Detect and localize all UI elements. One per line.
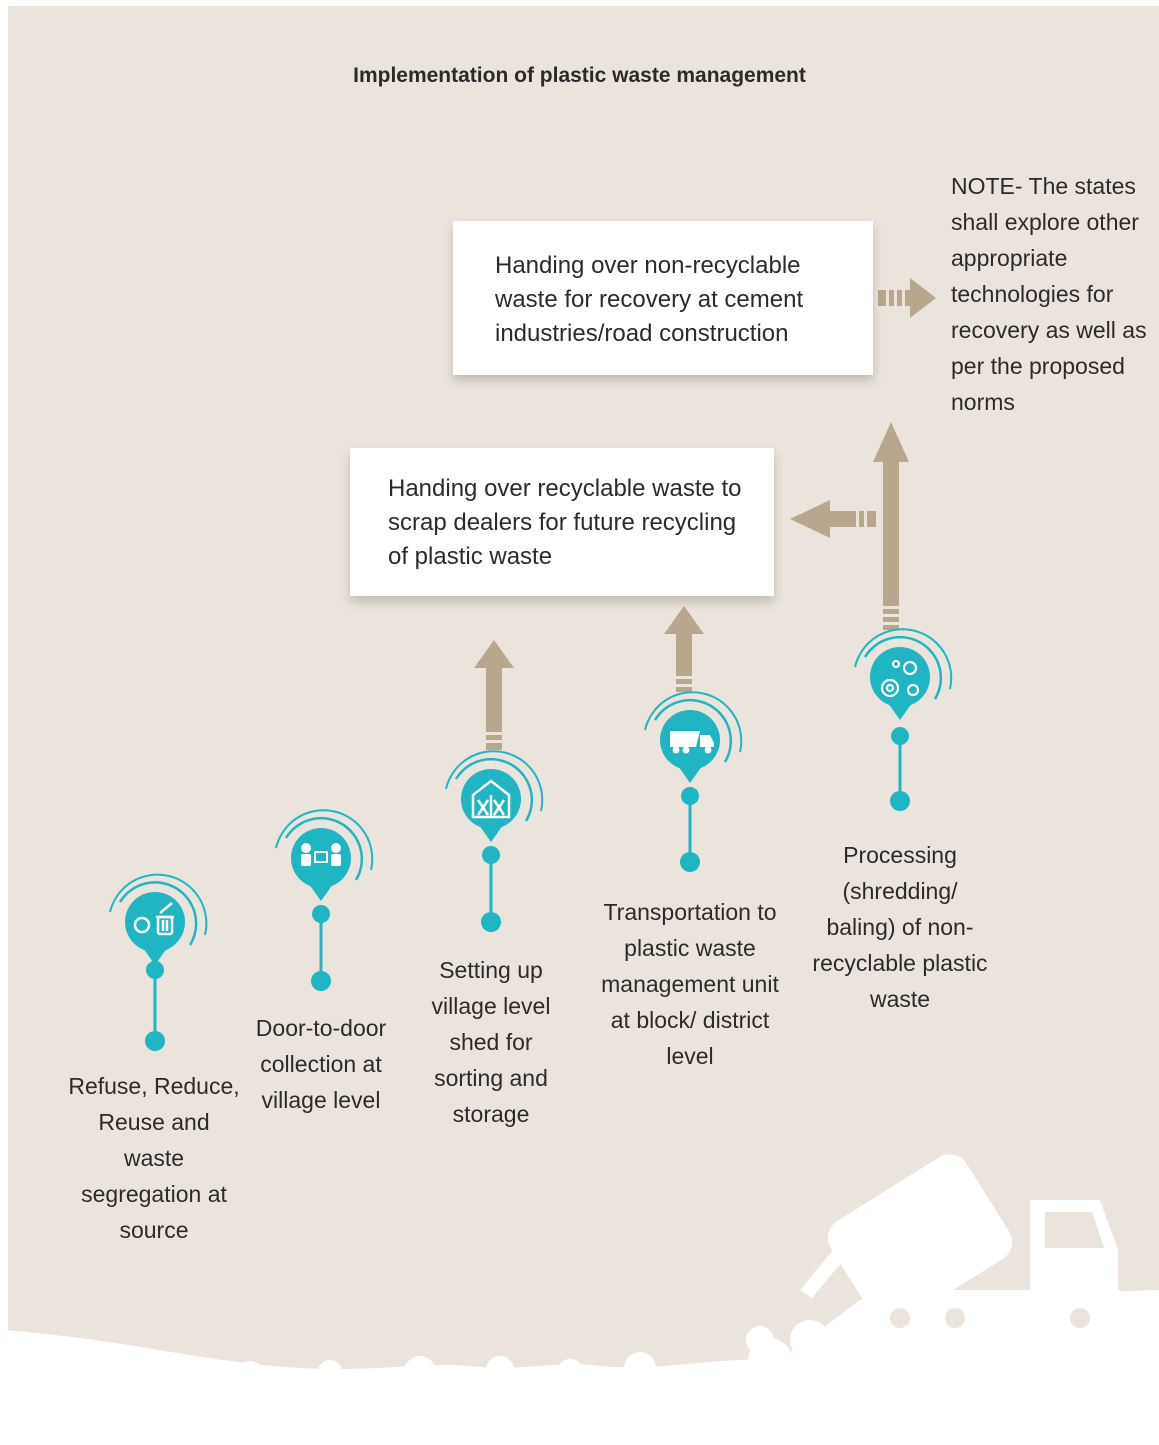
arrow-processing-up bbox=[873, 422, 909, 630]
step-pin-2 bbox=[275, 809, 374, 991]
gears-icon bbox=[880, 659, 920, 698]
truck-icon bbox=[670, 731, 714, 754]
recovery-box-text: Handing over non-recyclable waste for re… bbox=[495, 252, 804, 347]
step-pin-3 bbox=[445, 750, 544, 932]
arrow-shed-up bbox=[474, 640, 514, 750]
page-title: Implementation of plastic waste manageme… bbox=[353, 64, 806, 87]
collection-icon bbox=[301, 843, 341, 866]
step-pin-5 bbox=[854, 628, 953, 811]
recycling-box-text: Handing over recyclable waste to scrap d… bbox=[388, 475, 742, 570]
shed-icon bbox=[471, 779, 511, 819]
step-label-3: Setting up village level shed for sortin… bbox=[431, 957, 551, 1127]
step-label-2: Door-to-door collection at village level bbox=[255, 1015, 387, 1113]
recycling-box: Handing over recyclable waste to scrap d… bbox=[350, 448, 774, 596]
recovery-box: Handing over non-recyclable waste for re… bbox=[453, 221, 873, 375]
step-label-5: Processing (shredding/ baling) of non-re… bbox=[812, 842, 988, 1012]
step-pin-1 bbox=[109, 873, 208, 1051]
arrow-to-note bbox=[878, 278, 936, 318]
arrow-to-recycling-box bbox=[790, 500, 876, 538]
step-pin-4 bbox=[644, 691, 743, 872]
step-label-1: Refuse, Reduce, Reuse and waste segregat… bbox=[68, 1073, 240, 1243]
note-text: NOTE- The states shall explore other app… bbox=[951, 173, 1147, 415]
arrow-transport-up bbox=[664, 606, 704, 692]
waste-heap bbox=[236, 1320, 830, 1389]
step-label-4: Transportation to plastic waste manageme… bbox=[601, 899, 779, 1069]
recycle-bin-icon bbox=[133, 902, 174, 936]
